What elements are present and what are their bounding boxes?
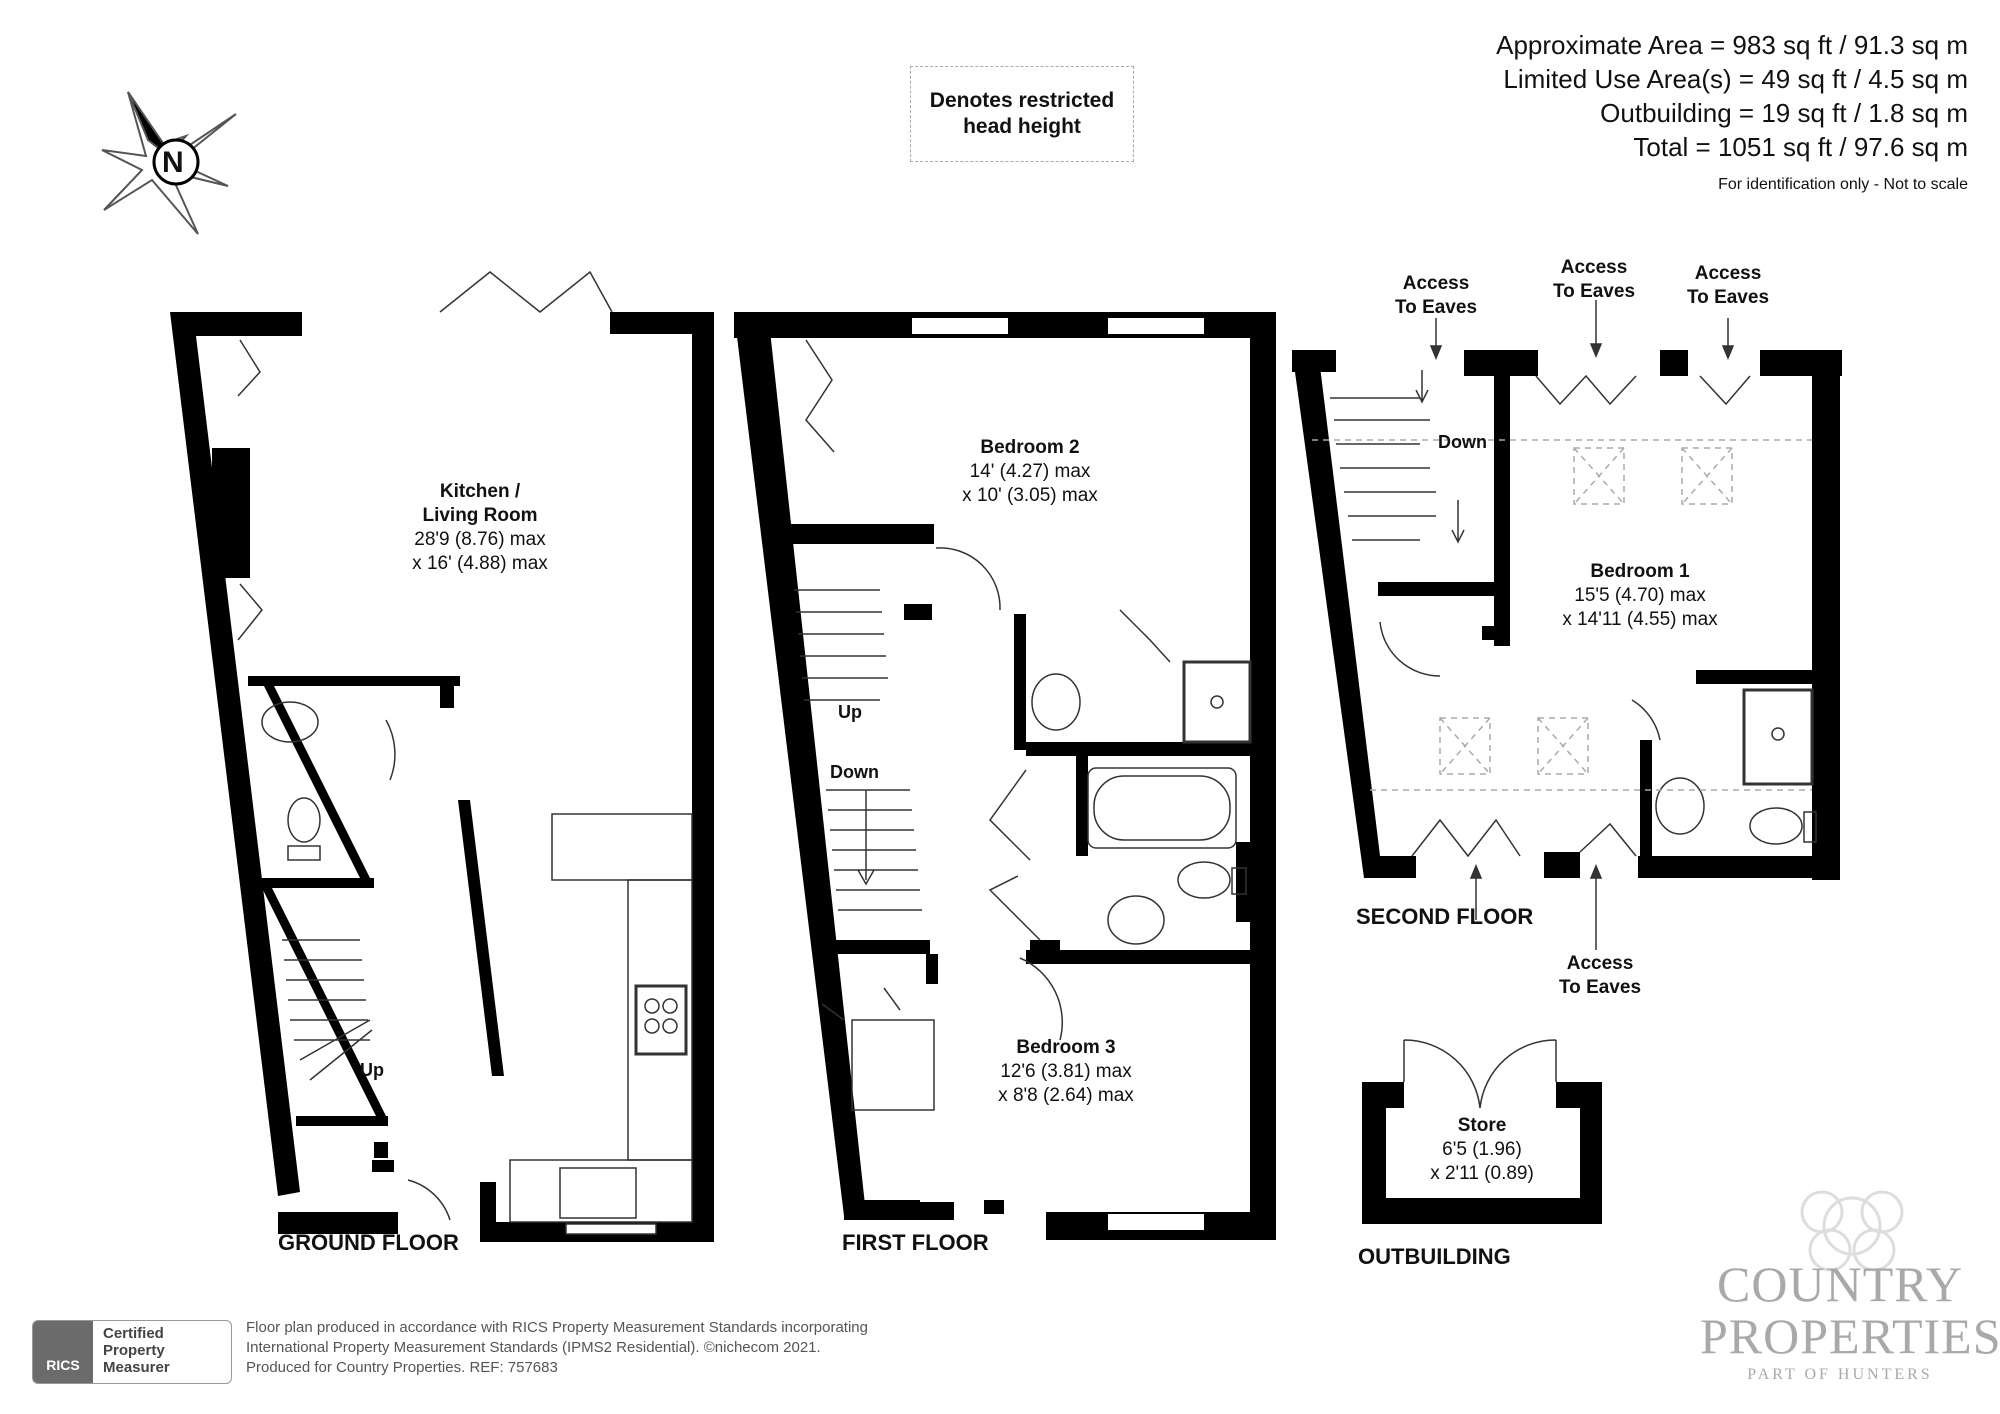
kitchen-units: [237, 270, 693, 1235]
room-name: Kitchen /: [439, 481, 521, 502]
footer-line-1: Floor plan produced in accordance with R…: [246, 1319, 868, 1336]
room-dim-1: 12'6 (3.81) max: [1000, 1061, 1132, 1082]
room-dim-1: 14' (4.27) max: [969, 461, 1091, 482]
room-label-bedroom-2: Bedroom 2 14' (4.27) max x 10' (3.05) ma…: [962, 436, 1098, 508]
first-floor-plan: [734, 312, 1276, 1240]
country-properties-logo-mark: [1800, 1190, 1904, 1272]
footer-line-3: Produced for Country Properties. REF: 75…: [246, 1359, 558, 1376]
access-line-1: Access: [1402, 273, 1470, 294]
access-line-2: To Eaves: [1552, 281, 1636, 302]
approximate-area: Approximate Area = 983 sq ft / 91.3 sq m: [1496, 30, 1968, 60]
room-dim-2: x 16' (4.88) max: [412, 553, 548, 574]
room-dim-2: x 14'11 (4.55) max: [1562, 609, 1718, 630]
rics-certified-badge: RICS Certified Property Measurer: [32, 1320, 232, 1384]
brand-line-1: COUNTRY: [1717, 1256, 1963, 1312]
compass-icon: [101, 91, 237, 235]
room-label-store: Store 6'5 (1.96) x 2'11 (0.89): [1430, 1114, 1534, 1186]
room-label-bedroom-1: Bedroom 1 15'5 (4.70) max x 14'11 (4.55)…: [1562, 560, 1717, 632]
second-floor-fixtures: [1330, 370, 1817, 858]
brand-line-2: PROPERTIES: [1700, 1308, 2000, 1364]
rics-line-2: Property: [103, 1342, 165, 1359]
room-label-kitchen: Kitchen / Living Room 28'9 (8.76) max x …: [412, 480, 548, 576]
floor-label-ground: GROUND FLOOR: [278, 1230, 459, 1255]
restricted-head-height-legend: Denotes restricted head height: [910, 66, 1134, 162]
floor-label-second: SECOND FLOOR: [1356, 904, 1534, 929]
stairs-up-first: Up: [838, 702, 862, 722]
legend-line-2: head height: [963, 115, 1081, 138]
room-label-bedroom-3: Bedroom 3 12'6 (3.81) max x 8'8 (2.64) m…: [998, 1036, 1134, 1108]
room-dim-2: x 8'8 (2.64) max: [998, 1085, 1134, 1106]
identification-note: For identification only - Not to scale: [1718, 176, 1968, 193]
room-name: Bedroom 1: [1590, 561, 1690, 582]
access-line-1: Access: [1694, 263, 1762, 284]
stairs-up-ground: Up: [360, 1060, 384, 1080]
stairs-down-first: Down: [830, 762, 879, 782]
room-dim-2: x 2'11 (0.89): [1430, 1163, 1534, 1184]
room-name: Bedroom 2: [980, 437, 1080, 458]
room-dim-1: 28'9 (8.76) max: [414, 529, 546, 550]
access-to-eaves-label: Access To Eaves: [1553, 256, 1635, 304]
stairs-down-second: Down: [1438, 432, 1487, 452]
access-line-2: To Eaves: [1558, 977, 1642, 998]
rics-line-3: Measurer: [103, 1359, 170, 1376]
rics-line-1: Certified: [103, 1325, 164, 1342]
floor-label-outbuilding: OUTBUILDING: [1358, 1244, 1511, 1269]
room-dim-1: 15'5 (4.70) max: [1574, 585, 1706, 606]
room-name: Store: [1457, 1115, 1507, 1136]
footer-disclaimer: Floor plan produced in accordance with R…: [246, 1318, 868, 1378]
compass-north-letter: N: [162, 146, 184, 179]
access-to-eaves-label: Access To Eaves: [1559, 952, 1641, 1000]
room-name: Bedroom 3: [1016, 1037, 1116, 1058]
room-dim-2: x 10' (3.05) max: [962, 485, 1098, 506]
first-floor-fixtures: [794, 339, 1252, 1111]
access-line-1: Access: [1566, 953, 1634, 974]
access-line-2: To Eaves: [1686, 287, 1770, 308]
second-floor-plan: [1292, 350, 1842, 880]
country-properties-logo: COUNTRY PROPERTIES PART OF HUNTERS: [1700, 1256, 2000, 1384]
access-arrows: [1429, 300, 1735, 950]
rics-emblem: RICS: [33, 1321, 93, 1383]
total-area: Total = 1051 sq ft / 97.6 sq m: [1633, 132, 1968, 162]
limited-use-area: Limited Use Area(s) = 49 sq ft / 4.5 sq …: [1503, 64, 1968, 94]
access-to-eaves-label: Access To Eaves: [1687, 262, 1769, 310]
access-line-2: To Eaves: [1394, 297, 1478, 318]
footer-line-2: International Property Measurement Stand…: [246, 1339, 821, 1356]
brand-line-3: PART OF HUNTERS: [1747, 1366, 1933, 1383]
room-dim-1: 6'5 (1.96): [1442, 1139, 1522, 1160]
access-line-1: Access: [1560, 257, 1628, 278]
access-to-eaves-label: Access To Eaves: [1395, 272, 1477, 320]
restricted-head-height-zone: [1312, 439, 1812, 791]
outbuilding-plan: [1362, 1039, 1602, 1224]
outbuilding-area: Outbuilding = 19 sq ft / 1.8 sq m: [1600, 98, 1968, 128]
legend-line-1: Denotes restricted: [929, 89, 1115, 112]
room-name-2: Living Room: [422, 505, 538, 526]
floor-label-first: FIRST FLOOR: [842, 1230, 989, 1255]
ground-floor-plan: [170, 312, 714, 1242]
